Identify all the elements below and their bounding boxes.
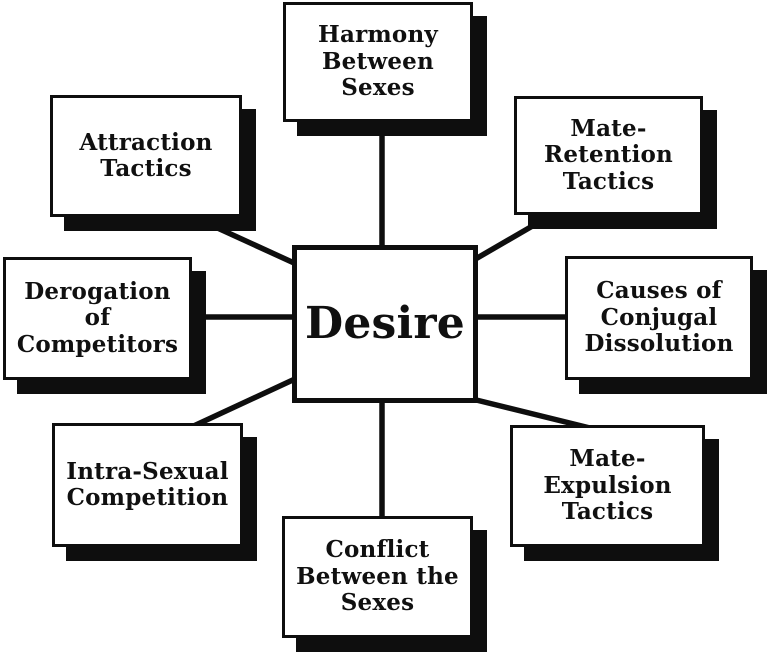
- node-label: Desire: [304, 297, 465, 349]
- node-harmony-between-sexes: Harmony Between Sexes: [283, 2, 473, 122]
- node-label: Attraction Tactics: [79, 128, 213, 182]
- node-label: Causes of Conjugal Dissolution: [584, 277, 734, 358]
- connector-top-left-line: [198, 217, 307, 271]
- connector-bottom-right-line: [459, 393, 591, 431]
- node-label: Intra-Sexual Competition: [66, 457, 229, 511]
- node-desire-center: Desire: [292, 245, 478, 403]
- node-conflict-between-the-sexes: Conflict Between the Sexes: [282, 516, 473, 638]
- node-derogation-of-competitors: Derogation of Competitors: [3, 257, 192, 380]
- node-causes-of-conjugal-dissolution: Causes of Conjugal Dissolution: [565, 256, 753, 380]
- node-mate-expulsion-tactics: Mate- Expulsion Tactics: [510, 425, 705, 547]
- connector-bottom-left-line: [183, 369, 312, 433]
- node-label: Mate- Retention Tactics: [544, 114, 673, 195]
- node-intra-sexual-competition: Intra-Sexual Competition: [52, 423, 243, 547]
- node-label: Conflict Between the Sexes: [296, 536, 459, 617]
- node-attraction-tactics: Attraction Tactics: [50, 95, 242, 217]
- node-label: Mate- Expulsion Tactics: [543, 445, 672, 526]
- node-mate-retention-tactics: Mate- Retention Tactics: [514, 96, 703, 215]
- node-label: Harmony Between Sexes: [318, 21, 438, 102]
- node-label: Derogation of Competitors: [16, 277, 179, 358]
